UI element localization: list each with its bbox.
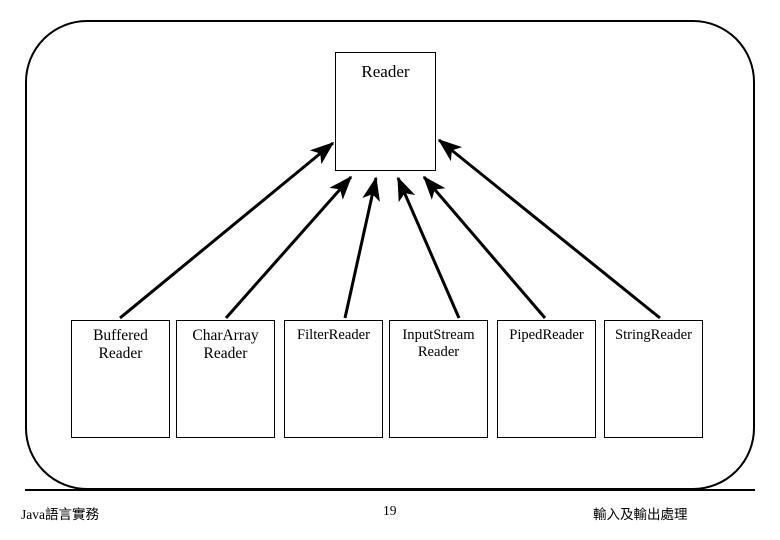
class-box-piped-reader[interactable]: PipedReader	[497, 320, 596, 438]
class-box-reader[interactable]: Reader	[335, 52, 436, 171]
class-box-piped-reader-label: PipedReader	[509, 327, 584, 343]
class-box-filter-reader-label: FilterReader	[297, 327, 370, 343]
footer-right-text: 輸入及輸出處理	[593, 507, 688, 522]
footer-page-number: 19	[383, 503, 397, 518]
footer-divider	[25, 489, 755, 491]
class-box-string-reader-label: StringReader	[614, 327, 692, 343]
class-box-reader-label: Reader	[361, 62, 410, 81]
footer-left-text: Java語言實務	[21, 507, 99, 522]
class-box-filter-reader[interactable]: FilterReader	[284, 320, 383, 438]
class-box-string-reader[interactable]: StringReader	[604, 320, 703, 438]
